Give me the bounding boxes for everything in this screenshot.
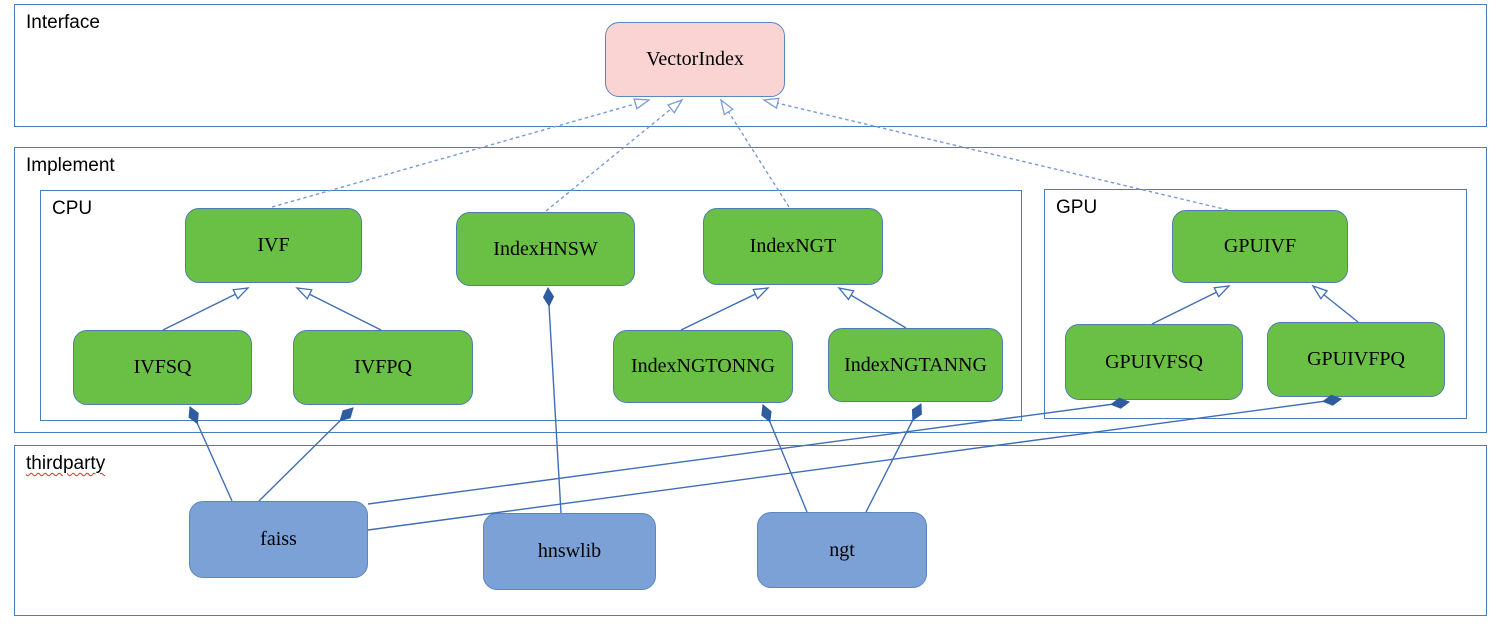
node-indexngtanng: IndexNGTANNG [828,328,1003,402]
node-indexhnsw-label: IndexHNSW [493,237,598,260]
node-indexngtonng-label: IndexNGTONNG [630,355,776,377]
node-ivfpq: IVFPQ [293,330,473,405]
node-gpuivf: GPUIVF [1172,210,1348,283]
container-cpu-label: CPU [52,198,93,219]
node-ivfpq-label: IVFPQ [354,356,412,378]
node-ivfsq-label: IVFSQ [133,356,192,378]
node-indexngt: IndexNGT [703,208,883,285]
node-gpuivfpq-label: GPUIVFPQ [1307,348,1405,370]
node-gpuivfsq: GPUIVFSQ [1065,324,1243,400]
node-gpuivf-label: GPUIVF [1223,235,1297,257]
node-ngt: ngt [757,512,927,588]
node-vectorindex: VectorIndex [605,22,785,97]
container-interface-label: Interface [26,12,100,33]
node-indexngtanng-label: IndexNGTANNG [844,353,987,376]
node-gpuivfpq: GPUIVFPQ [1267,322,1445,397]
node-ivfsq: IVFSQ [73,330,252,405]
node-hnswlib: hnswlib [483,513,656,590]
node-hnswlib-label: hnswlib [537,540,602,562]
container-gpu-label: GPU [1056,197,1098,218]
container-thirdparty-label: thirdparty [26,453,106,474]
node-indexngt-label: IndexNGT [749,235,837,257]
node-faiss: faiss [189,501,368,578]
node-ivf-label: IVF [257,234,290,256]
node-indexngtonng: IndexNGTONNG [613,330,793,403]
node-indexhnsw: IndexHNSW [456,212,635,286]
node-vectorindex-label: VectorIndex [646,48,744,70]
container-implement-label: Implement [26,155,115,176]
node-ngt-label: ngt [829,538,855,561]
node-ivf: IVF [185,208,362,283]
node-gpuivfsq-label: GPUIVFSQ [1105,350,1203,373]
node-faiss-label: faiss [260,528,297,550]
